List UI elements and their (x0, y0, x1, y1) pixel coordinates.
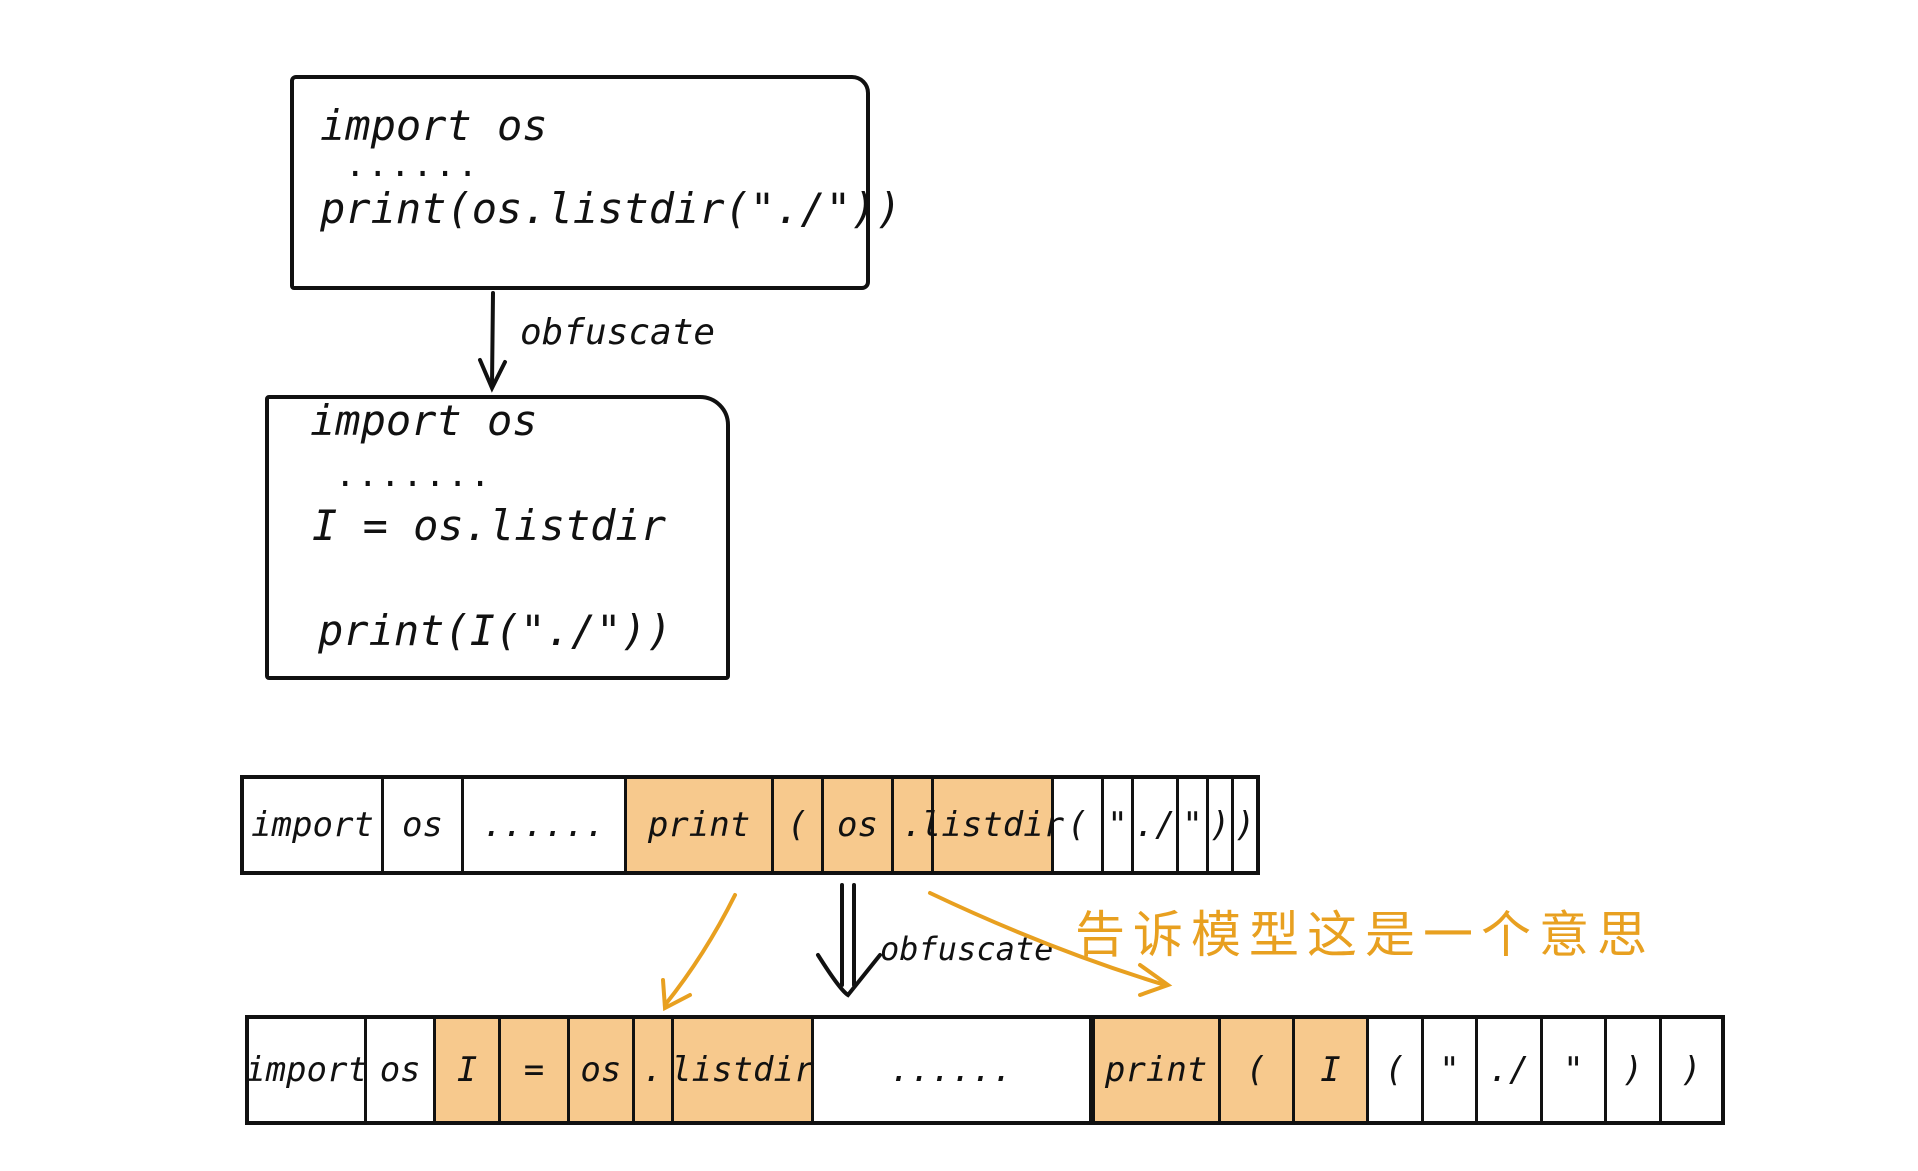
token-quote-open: " (1104, 779, 1134, 871)
token-path: ./ (1478, 1019, 1543, 1121)
original-code-box (290, 75, 870, 290)
obfuscate-label-1: obfuscate (520, 312, 716, 353)
token-path: ./ (1134, 779, 1179, 871)
original-token-strip: import os ...... print ( os . listdir ( … (240, 775, 1260, 875)
orange-arrow-right (928, 891, 1173, 997)
token-ellipsis: ...... (814, 1019, 1092, 1121)
original-print-line: print(os.listdir("./")) (320, 184, 902, 233)
token-close-paren: ) (1209, 779, 1234, 871)
token-os: os (367, 1019, 437, 1121)
obfuscated-assign-line: I = os.listdir (312, 501, 667, 550)
token-os-2: os (570, 1019, 635, 1121)
token-os: os (384, 779, 464, 871)
token-open-paren: ( (774, 779, 824, 871)
token-quote-close: " (1543, 1019, 1608, 1121)
original-ellipsis: ...... (345, 145, 480, 185)
down-arrow-1 (478, 291, 507, 393)
orange-arrow-left (661, 893, 737, 1012)
token-dot: . (634, 1019, 675, 1121)
token-open-paren-2: ( (1054, 779, 1104, 871)
token-quote-open: " (1424, 1019, 1479, 1121)
token-os-2: os (824, 779, 894, 871)
double-down-arrow (816, 883, 882, 998)
obfuscated-import-line: import os (310, 396, 538, 445)
token-listdir: listdir (921, 779, 1064, 871)
obfuscated-ellipsis: ....... (335, 455, 493, 495)
token-import: import (244, 779, 384, 871)
token-print: print (1091, 1019, 1221, 1121)
token-close-paren: ) (1607, 1019, 1662, 1121)
token-I-2: I (1294, 1019, 1370, 1121)
original-import-line: import os (320, 101, 548, 150)
token-dot: . (894, 779, 934, 871)
token-close-paren-2: ) (1681, 1050, 1702, 1090)
token-import: import (245, 1019, 368, 1121)
token-open-paren-2: ( (1369, 1019, 1424, 1121)
token-close-paren-2: ) (1234, 805, 1256, 845)
obfuscated-code-box (265, 395, 730, 680)
obfuscated-token-strip: import os I = os . listdir ...... print … (245, 1015, 1725, 1125)
obfuscated-print-line: print(I("./")) (318, 606, 673, 655)
token-I: I (436, 1019, 501, 1121)
annotation-text: 告诉模型这是一个意思 (1075, 906, 1655, 964)
token-equals: = (500, 1019, 571, 1121)
token-listdir: listdir (671, 1019, 814, 1121)
token-ellipsis: ...... (482, 805, 606, 845)
token-print: print (624, 779, 774, 871)
token-open-paren: ( (1220, 1019, 1295, 1121)
token-quote-close: " (1179, 779, 1209, 871)
